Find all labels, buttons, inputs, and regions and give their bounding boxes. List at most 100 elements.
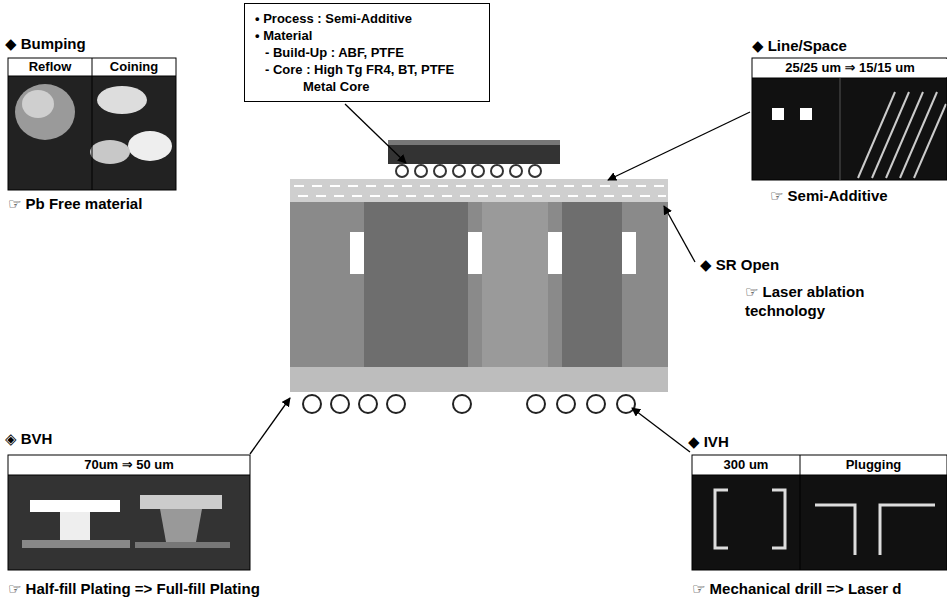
illustration-part — [415, 165, 427, 177]
illustration-part — [692, 475, 947, 476]
spec-box: • Process : Semi-Additive• Material- Bui… — [244, 3, 490, 102]
illustration-part — [858, 92, 946, 178]
note-text: ☞ Laser ablation technology — [745, 282, 895, 320]
illustration-part — [800, 108, 812, 120]
note-text: ☞ Mechanical drill => Laser d — [692, 579, 901, 598]
illustration-part — [22, 540, 130, 548]
illustration-part — [92, 58, 93, 190]
section-heading: ◆ Line/Space — [752, 36, 847, 55]
leader-arrows — [250, 104, 750, 454]
illustration-part — [22, 90, 54, 118]
illustration-part — [8, 455, 250, 570]
illustration-part — [608, 112, 750, 180]
illustration-part — [303, 395, 321, 413]
illustration-part — [510, 165, 522, 177]
illustration-part — [529, 165, 541, 177]
illustration-part — [453, 395, 471, 413]
illustration-part — [772, 108, 784, 120]
illustration-part — [527, 395, 545, 413]
illustration-part — [715, 490, 935, 555]
illustration-part — [772, 490, 785, 548]
illustration-part — [715, 490, 728, 548]
illustration-part — [396, 165, 408, 177]
illustration-part — [692, 475, 947, 570]
section-heading: ◆ IVH — [688, 432, 729, 451]
illustration-part — [350, 232, 636, 274]
illustration-part — [8, 58, 176, 190]
illustration-part — [345, 104, 406, 163]
table-cell: Plugging — [801, 456, 946, 474]
illustration-part — [752, 58, 947, 180]
illustration-part — [622, 232, 636, 274]
note-text: ☞ Pb Free material — [8, 194, 142, 213]
spec-line: - Core : High Tg FR4, BT, PTFE — [255, 61, 479, 78]
bumping-photos — [8, 58, 176, 190]
illustration-part — [290, 202, 668, 367]
illustration-part — [160, 509, 202, 542]
note-text: ☞ Half-fill Plating => Full-fill Plating — [8, 579, 260, 598]
illustration-part — [331, 395, 349, 413]
illustration-part — [8, 475, 250, 570]
spec-line: • Material — [255, 27, 479, 44]
section-heading: ◆ SR Open — [700, 255, 779, 274]
section-heading: ◆ Bumping — [5, 34, 86, 53]
illustration-part — [15, 84, 75, 140]
illustration-part — [388, 140, 560, 164]
table-cell: 70um ⇒ 50 um — [9, 456, 249, 474]
illustration-part — [294, 185, 666, 187]
illustration-part — [396, 165, 541, 177]
illustration-part — [303, 395, 635, 413]
ivh-photos — [692, 455, 947, 570]
illustration-part — [562, 202, 622, 367]
illustration-part — [298, 195, 666, 197]
illustration-part — [692, 455, 947, 570]
illustration-part — [135, 542, 230, 548]
illustration-part — [617, 395, 635, 413]
illustration-part — [468, 232, 482, 274]
illustration-part — [128, 131, 172, 161]
illustration-part — [491, 165, 503, 177]
illustration-part — [434, 165, 446, 177]
illustration-part — [60, 512, 90, 540]
illustration-part — [350, 232, 364, 274]
illustration-part — [815, 505, 855, 555]
package-cross-section — [290, 140, 668, 413]
illustration-part — [472, 165, 484, 177]
spec-line: • Process : Semi-Additive — [255, 10, 479, 27]
spec-line: - Build-Up : ABF, PTFE — [255, 44, 479, 61]
line-space-photos — [752, 58, 947, 180]
illustration-part — [880, 505, 935, 555]
illustration-part — [914, 104, 946, 178]
illustration-part — [387, 395, 405, 413]
illustration-part — [482, 202, 548, 367]
illustration-part — [90, 140, 130, 164]
illustration-part — [548, 232, 562, 274]
illustration-part — [587, 395, 605, 413]
table-cell: 25/25 um ⇒ 15/15 um — [753, 59, 947, 77]
illustration-part — [140, 495, 222, 509]
illustration-part — [250, 398, 290, 454]
illustration-part — [752, 78, 947, 180]
illustration-part — [294, 186, 666, 196]
illustration-part — [359, 395, 377, 413]
illustration-part — [290, 179, 668, 202]
illustration-part — [752, 78, 947, 79]
table-cell: Reflow — [9, 59, 91, 75]
table-cell: 300 um — [693, 456, 799, 474]
illustration-part — [388, 140, 560, 145]
illustration-part — [632, 408, 690, 452]
illustration-part — [453, 165, 465, 177]
section-heading: ◈ BVH — [5, 429, 52, 448]
bvh-photos — [8, 455, 250, 570]
note-text: ☞ Semi-Additive — [770, 186, 888, 205]
illustration-part — [664, 206, 695, 262]
spec-line: Metal Core — [255, 78, 479, 95]
illustration-part — [840, 78, 841, 180]
illustration-part — [30, 500, 120, 512]
illustration-part — [557, 395, 575, 413]
table-cell: Coining — [93, 59, 175, 75]
illustration-part — [8, 475, 250, 476]
illustration-part — [290, 367, 668, 392]
illustration-part — [364, 202, 468, 367]
